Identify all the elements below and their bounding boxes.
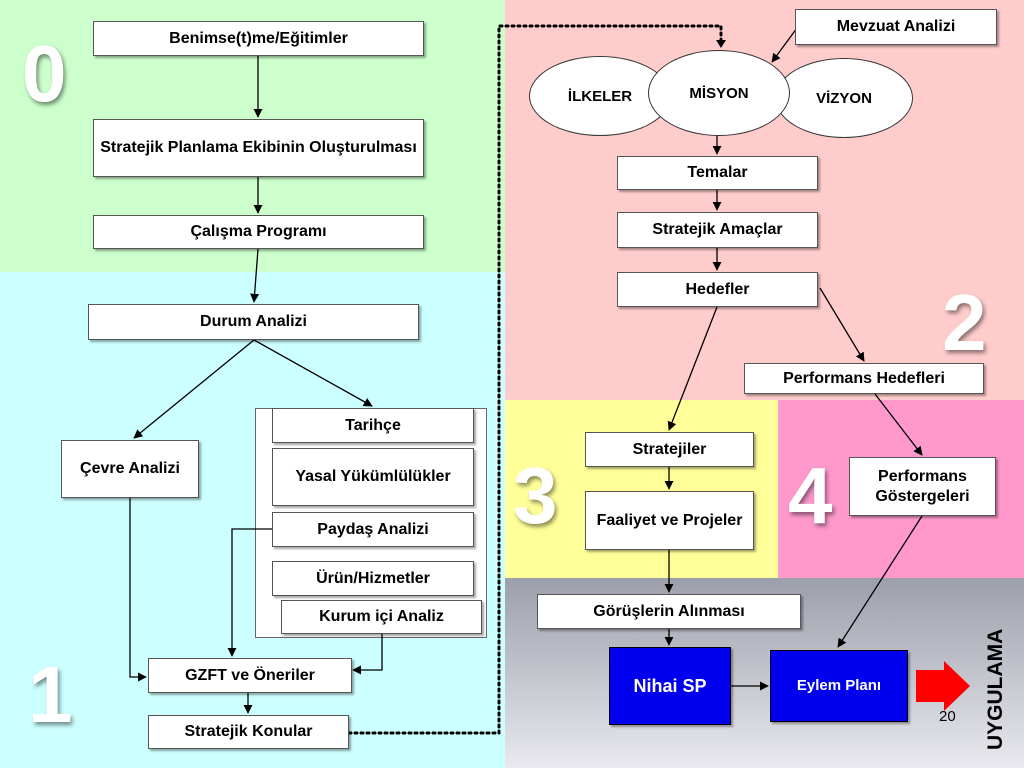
box-kurum: Kurum içi Analiz [281,600,482,634]
box-eylem-plani: Eylem Planı [770,650,908,722]
box-calisma: Çalışma Programı [93,215,424,249]
box-mevzuat: Mevzuat Analizi [795,9,997,45]
uygulama-label: UYGULAMA [984,628,1007,750]
box-paydas: Paydaş Analizi [272,512,474,547]
ellipse-vizyon: VİZYON [775,58,913,138]
box-faaliyet: Faaliyet ve Projeler [585,491,754,550]
ellipse-misyon: MİSYON [648,50,790,136]
box-benimseme: Benimse(t)me/Eğitimler [93,21,424,56]
box-tarihce: Tarihçe [272,408,474,443]
red-arrow-icon [916,661,970,711]
box-yasal: Yasal Yükümlülükler [272,448,474,506]
box-gzft: GZFT ve Öneriler [148,658,352,693]
region-number-2: 2 [942,278,987,367]
region-number-1: 1 [28,650,73,739]
box-gorusler: Görüşlerin Alınması [537,594,801,629]
box-cevre: Çevre Analizi [61,440,199,498]
box-stratejiler: Stratejiler [585,432,754,467]
page-number: 20 [939,708,956,725]
box-performans-hedefleri: Performans Hedefleri [744,363,984,394]
box-temalar: Temalar [617,156,818,190]
region-number-0: 0 [22,29,67,118]
ellipse-ilkeler: İLKELER [529,56,671,136]
box-ekip: Stratejik Planlama Ekibinin Oluşturulmas… [93,119,424,177]
box-nihai-sp: Nihai SP [609,647,731,725]
box-hedefler: Hedefler [617,272,818,307]
box-konular: Stratejik Konular [148,715,349,749]
box-urun: Ürün/Hizmetler [272,561,474,596]
box-performans-gostergeleri: Performans Göstergeleri [849,457,996,516]
region-number-3: 3 [513,451,558,540]
region-number-4: 4 [788,451,833,540]
box-durum: Durum Analizi [88,304,419,340]
box-amaclar: Stratejik Amaçlar [617,212,818,248]
